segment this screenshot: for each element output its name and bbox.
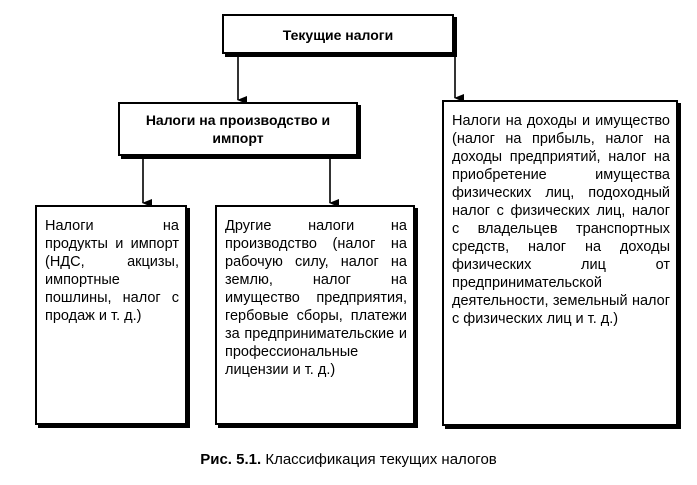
product-import-taxes-text: Налоги на продукты и импорт (НДС, акцизы…: [45, 218, 179, 324]
current-taxes-box: Текущие налоги: [222, 14, 454, 54]
production-import-taxes-label: Налоги на производство и импорт: [145, 112, 331, 146]
other-production-taxes-text: Другие налоги на производство (налог на …: [225, 218, 407, 378]
product-import-taxes-box: Налоги на продукты и импорт (НДС, акцизы…: [35, 205, 187, 425]
other-production-taxes-box: Другие налоги на производство (налог на …: [215, 205, 415, 425]
current-taxes-label: Текущие налоги: [282, 27, 394, 43]
figure-title: Классификация текущих налогов: [265, 451, 497, 468]
production-import-taxes-box: Налоги на производство и импорт: [118, 102, 358, 156]
income-property-taxes-text: Налоги на доходы и имущество (налог на п…: [452, 113, 670, 327]
figure-number: Рис. 5.1.: [200, 451, 262, 468]
income-property-taxes-box: Налоги на доходы и имущество (налог на п…: [442, 100, 678, 426]
figure-caption: Рис. 5.1. Классификация текущих налогов: [0, 451, 697, 468]
